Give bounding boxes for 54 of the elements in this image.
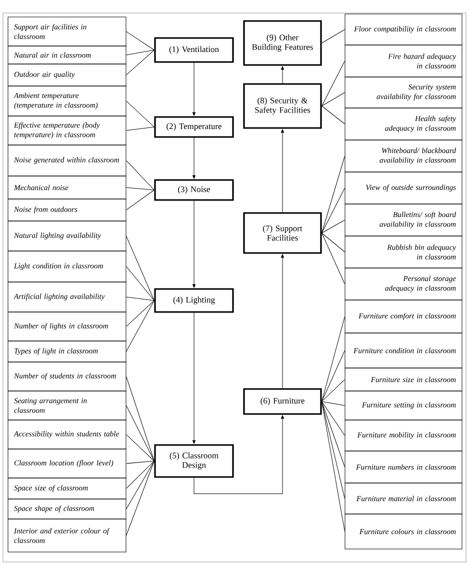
connector-line [322, 232, 345, 252]
flow-arrow [192, 200, 196, 288]
connector-line [126, 460, 154, 464]
connector-line [126, 296, 154, 301]
factor-box: (5) Classroom Design [154, 444, 234, 478]
connector-line [126, 50, 154, 56]
connector-line [126, 266, 154, 301]
flow-arrow [192, 62, 196, 116]
connector-line [322, 60, 345, 106]
connector-line [322, 401, 345, 436]
factor-box: (9) Other Building Features [243, 20, 322, 66]
flow-arrow [280, 66, 284, 84]
connector-line [322, 379, 345, 402]
connector-line [322, 188, 345, 234]
connector-line [322, 316, 345, 402]
flow-arrow [192, 312, 196, 444]
connector-line [322, 401, 345, 406]
connector-line [126, 50, 154, 76]
connector-line [126, 126, 154, 131]
factor-box: (2) Temperature [154, 116, 234, 138]
connector-line [126, 160, 154, 190]
factor-box: (6) Furniture [243, 388, 322, 415]
factor-box: (4) Lighting [154, 288, 234, 313]
connector-line [126, 300, 154, 352]
connector-line [126, 31, 154, 50]
connector-line [322, 29, 345, 44]
factor-box: (7) Support Facilities [243, 212, 322, 254]
connector-line [126, 100, 154, 128]
connector-line [126, 236, 154, 301]
factor-box: (3) Noise [154, 179, 234, 201]
connector-line [322, 401, 345, 532]
connector-line [322, 92, 345, 106]
connector-line [322, 350, 345, 402]
factor-box: (1) Ventilation [154, 37, 234, 63]
connector-line [322, 401, 345, 499]
connector-line [322, 106, 345, 124]
flow-arrow [280, 129, 284, 212]
connector-line [322, 401, 345, 468]
factor-box: (8) Security & Safety Facilities [243, 83, 322, 129]
connector-line [126, 460, 154, 489]
connector-line [126, 460, 154, 536]
connector-line [322, 156, 345, 234]
connector-line [126, 376, 154, 462]
connector-line [126, 434, 154, 462]
connector-line [126, 405, 154, 462]
connector-line [126, 187, 154, 190]
connector-line [126, 190, 154, 210]
flow-arrow [194, 415, 284, 494]
connector-line [322, 232, 345, 284]
connector-line [126, 300, 154, 327]
connector-line [126, 460, 154, 510]
flow-arrow [192, 138, 196, 179]
connector-line [322, 220, 345, 234]
flow-arrow [280, 254, 284, 388]
